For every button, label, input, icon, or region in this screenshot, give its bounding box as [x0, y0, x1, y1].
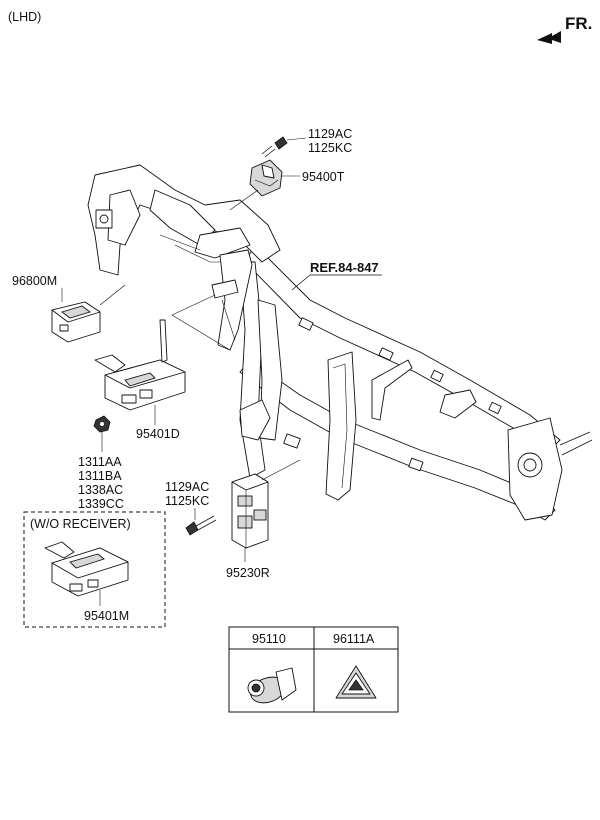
variant-label: (LHD): [8, 10, 41, 24]
leader-95230R-mount: [261, 459, 301, 481]
sensor-95110-illustration: [247, 667, 297, 704]
option-box-title: (W/O RECEIVER): [30, 517, 131, 531]
bolt-mid-icon: [185, 515, 217, 536]
reference-leader: [291, 274, 311, 291]
bolt-mid-code-2: 1125KC: [165, 494, 209, 508]
reference-label: REF.84-847: [310, 260, 379, 275]
bolt-top-icon: [261, 136, 288, 158]
front-direction-label: FR.: [565, 14, 592, 33]
part-95401D-label: 95401D: [136, 427, 180, 441]
label-96111A-illustration: [335, 665, 377, 699]
module-95400T-illustration: [249, 159, 283, 197]
module-95230R-illustration: [231, 473, 269, 549]
front-direction-arrow-icon: [537, 31, 561, 44]
nut-code-1: 1311AA: [78, 455, 122, 469]
leader-95401D-a: [171, 314, 231, 351]
nut-icon: [93, 415, 111, 433]
part-95401M-label: 95401M: [84, 609, 129, 623]
leader-95400T-mount: [229, 189, 259, 211]
bolt-mid-code-1: 1129AC: [165, 480, 209, 494]
crash-pad-frame-illustration: [87, 164, 593, 521]
bolt-top-code-1: 1129AC: [308, 127, 352, 141]
module-95401D-illustration: [94, 319, 186, 411]
part-95230R-label: 95230R: [226, 566, 270, 580]
nut-code-2: 1311BA: [78, 469, 122, 483]
option-box-frame: [23, 511, 166, 628]
nut-code-3: 1338AC: [78, 483, 123, 497]
leader-95401D-b: [171, 294, 216, 316]
part-95400T-label: 95400T: [302, 170, 345, 184]
table-header-95110: 95110: [252, 632, 286, 646]
module-95401M-illustration: [44, 541, 129, 597]
module-96800M-illustration: [51, 301, 101, 343]
part-96800M-label: 96800M: [12, 274, 57, 288]
table-header-96111A: 96111A: [333, 632, 375, 646]
leader-bolt-top: [286, 137, 307, 141]
leader-96800M-mount: [99, 284, 126, 306]
bolt-top-code-2: 1125KC: [308, 141, 352, 155]
nut-code-4: 1339CC: [78, 497, 124, 511]
